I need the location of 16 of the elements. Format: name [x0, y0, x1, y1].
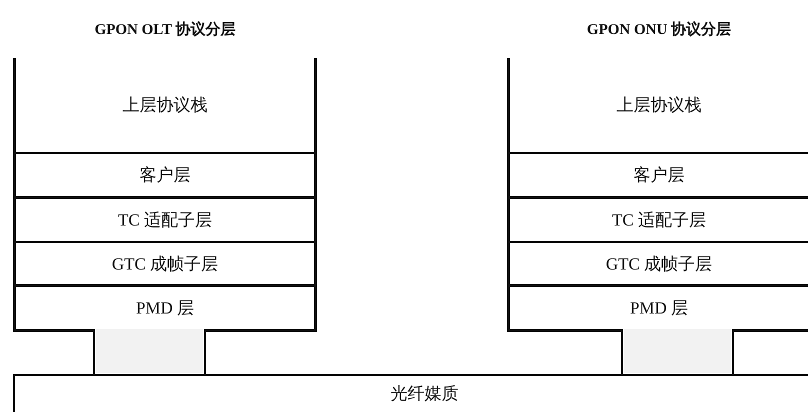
layer-label: 上层协议栈	[616, 94, 702, 116]
layer-label: PMD 层	[628, 298, 690, 320]
layer-label: 客户层	[138, 164, 192, 186]
layer-label: 客户层	[632, 164, 686, 186]
layer-label: GTC 成帧子层	[110, 253, 220, 275]
medium-box	[13, 374, 808, 412]
interface-box	[621, 329, 734, 374]
layer-label: TC 适配子层	[117, 210, 213, 232]
layer-label: PMD 层	[134, 298, 196, 320]
layer-label: GTC 成帧子层	[604, 253, 714, 275]
layer-label: 光纤媒质	[390, 383, 460, 405]
layer-label: TC 适配子层	[611, 210, 707, 232]
stack-title: GPON ONU 协议分层	[586, 20, 732, 39]
interface-box	[93, 329, 206, 374]
layer-label: 上层协议栈	[122, 94, 208, 116]
stack-title: GPON OLT 协议分层	[94, 20, 236, 39]
